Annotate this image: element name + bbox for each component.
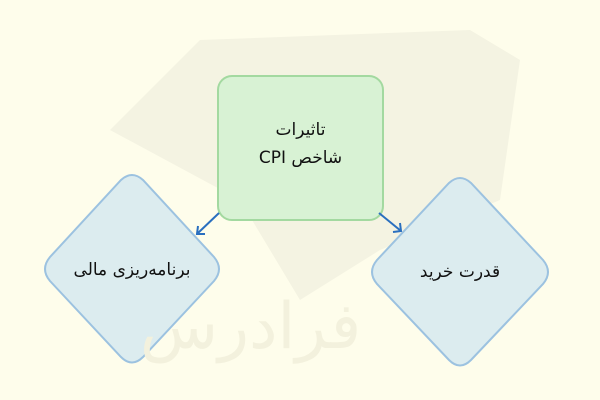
center-box <box>217 75 384 221</box>
left-node-label: برنامه‌ریزی مالی <box>73 260 191 280</box>
center-line-1: تاثیرات <box>275 120 326 140</box>
arrow-to-right <box>378 212 403 233</box>
arrow-to-left <box>195 212 220 235</box>
right-node-label: قدرت خرید <box>419 262 501 282</box>
right-diamond <box>371 177 549 367</box>
center-node-label: تاثیرات شاخص CPI <box>218 116 383 172</box>
center-line-2: شاخص CPI <box>258 148 343 168</box>
watermark-text: فرادرس <box>140 290 362 364</box>
left-diamond <box>44 174 220 364</box>
